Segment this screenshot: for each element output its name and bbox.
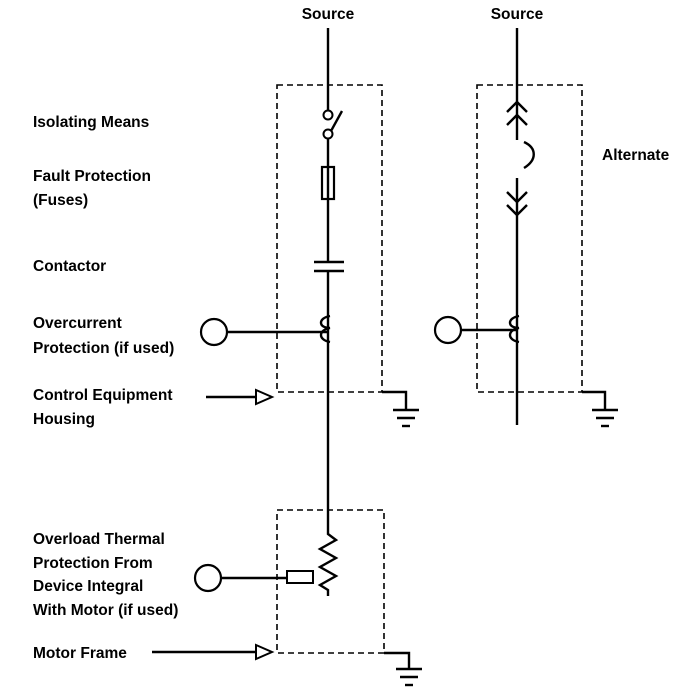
thermal-sensor-icon [286, 570, 314, 584]
fuse-icon [320, 165, 336, 201]
ground-icon-alternate-housing [582, 390, 618, 428]
overcurrent-label: Overcurrent [33, 315, 122, 332]
overcurrent-coil-icon [319, 314, 331, 344]
motor-winding-resistor-icon [317, 516, 339, 596]
protection-from-label: Protection From [33, 555, 153, 572]
contactor-label: Contactor [33, 258, 106, 275]
ground-icon-control-housing [382, 390, 419, 428]
contactor-icon [314, 260, 344, 273]
isolating-switch-icon [322, 109, 344, 140]
control-equipment-label: Control Equipment [33, 387, 173, 404]
thermal-relay-circle-icon [193, 563, 223, 593]
motor-frame-label: Motor Frame [33, 645, 127, 662]
disconnect-plug-icon [506, 100, 528, 126]
ground-icon-motor-frame [384, 651, 422, 687]
overcurrent-protection-label: Protection (if used) [33, 340, 174, 357]
disconnect-receptacle-icon [506, 178, 528, 217]
fuses-label: (Fuses) [33, 192, 88, 209]
motor-frame-pointer-arrow-icon [152, 643, 275, 661]
device-integral-label: Device Integral [33, 578, 143, 595]
motor-frame-box [276, 509, 385, 654]
alternate-relay-circle-icon [433, 315, 463, 345]
source-left-label: Source [302, 6, 355, 23]
overcurrent-relay-circle-icon [199, 317, 229, 347]
alternate-label: Alternate [602, 147, 670, 164]
control-equipment-housing-box [276, 84, 383, 393]
overload-thermal-label: Overload Thermal [33, 531, 165, 548]
fault-protection-label: Fault Protection [33, 168, 151, 185]
with-motor-label: With Motor (if used) [33, 602, 178, 619]
breaker-arc-icon [523, 140, 535, 170]
source-right-label: Source [491, 6, 544, 23]
housing-label: Housing [33, 411, 95, 428]
alternate-overcurrent-coil-icon [508, 314, 520, 344]
alternate-housing-box [476, 84, 583, 393]
housing-pointer-arrow-icon [206, 388, 275, 406]
isolating-means-label: Isolating Means [33, 114, 149, 131]
